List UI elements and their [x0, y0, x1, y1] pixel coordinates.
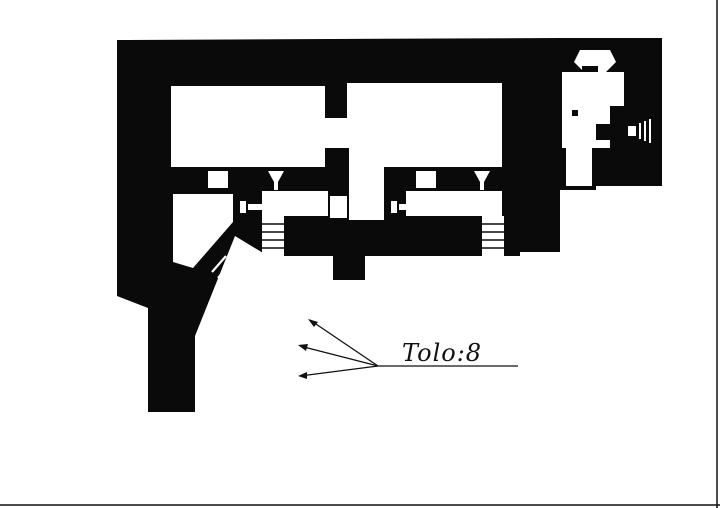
- lower-chamber-right: [406, 191, 502, 216]
- staircase-right: [482, 216, 504, 256]
- window-opening-2: [416, 171, 436, 188]
- upper-right-hall: [347, 83, 502, 220]
- tower-slit: [628, 119, 651, 143]
- loophole-left: [268, 171, 284, 190]
- slit-right: [391, 201, 407, 213]
- window-opening-1: [208, 171, 228, 188]
- annotation-label: Tolo:8: [402, 339, 482, 367]
- upper-left-niche: [325, 118, 347, 148]
- loophole-right: [474, 171, 490, 190]
- upper-left-hall: [171, 86, 325, 167]
- window-opening-3: [330, 196, 347, 218]
- staircase-left: [262, 216, 284, 256]
- tower-interior: [562, 50, 624, 186]
- lower-chamber-left: [262, 191, 328, 216]
- hatched-ramp: [211, 255, 249, 291]
- lower-left-room: [173, 194, 233, 268]
- direction-arrows: [298, 319, 518, 379]
- slit-left: [240, 201, 262, 213]
